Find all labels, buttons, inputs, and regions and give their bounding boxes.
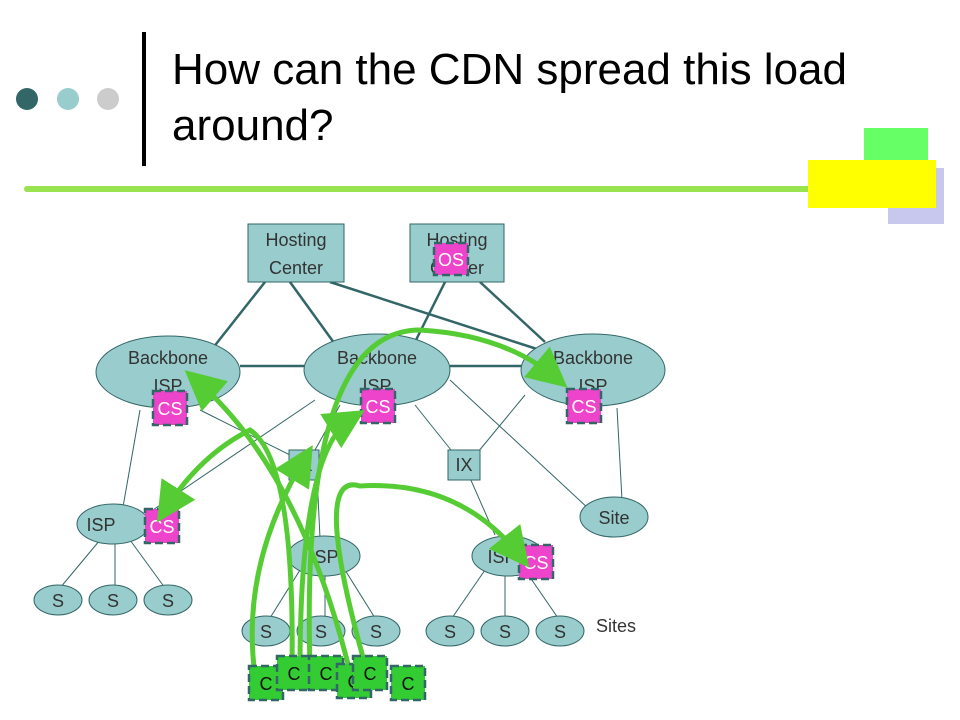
cs-label-5: CS	[523, 553, 548, 573]
ix-2: IX	[447, 449, 481, 481]
hosting-center-1: Hosting Center	[247, 223, 345, 283]
client-1-label: C	[260, 674, 273, 694]
arrow-from-site-1	[249, 445, 313, 678]
site-row-right: S S S	[425, 615, 585, 647]
arrow-to-backbone-1	[184, 370, 353, 675]
header-dot-grey	[97, 88, 119, 110]
site-s-8: S	[499, 622, 511, 642]
arrow-to-backbone-2-cs	[297, 410, 365, 671]
origin-server-box: OS	[432, 241, 470, 277]
sites-label: Sites	[596, 616, 636, 636]
backbone-isp-1-line1: Backbone	[128, 348, 208, 368]
cs-label-3: CS	[571, 397, 596, 417]
cache-server-backbone-2: CS	[359, 387, 397, 425]
site-s-6: S	[370, 622, 382, 642]
site-node: Site	[579, 496, 649, 538]
ix-2-label: IX	[455, 455, 472, 475]
client-6: C	[389, 664, 427, 702]
cs-label-2: CS	[365, 397, 390, 417]
hosting-center-1-line1: Hosting	[265, 230, 326, 250]
site-s-1: S	[52, 591, 64, 611]
client-2: C	[275, 654, 313, 692]
client-5-label: C	[364, 664, 377, 684]
arrow-to-isp-1-cs	[156, 427, 295, 671]
cache-server-backbone-1: CS	[151, 389, 189, 427]
client-boxes: C C C C C C	[247, 654, 427, 702]
site-s-2: S	[107, 591, 119, 611]
isp-1: ISP	[76, 503, 150, 545]
cs-label-1: CS	[157, 399, 182, 419]
client-2-label: C	[288, 664, 301, 684]
site-row-middle: S S S	[241, 615, 401, 647]
os-label: OS	[438, 250, 464, 270]
cs-label-4: CS	[149, 517, 174, 537]
header-dot-teal	[57, 88, 79, 110]
site-s-5: S	[315, 622, 327, 642]
client-5: C	[351, 654, 389, 692]
title-underline	[24, 186, 824, 192]
cache-server-isp-3: CS	[517, 543, 555, 581]
site-s-7: S	[444, 622, 456, 642]
site-s-3: S	[162, 591, 174, 611]
title-divider	[142, 32, 146, 166]
backbone-isp-3-line1: Backbone	[553, 348, 633, 368]
client-3-label: C	[320, 664, 333, 684]
site-label: Site	[598, 508, 629, 528]
hosting-center-1-line2: Center	[269, 258, 323, 278]
cache-server-isp-1: CS	[143, 507, 181, 545]
arrow-to-isp-3-cs	[334, 482, 530, 671]
site-row-left: S S S	[33, 584, 193, 616]
site-s-4: S	[260, 622, 272, 642]
isp-1-label: ISP	[86, 515, 115, 535]
header-dot-dark	[16, 88, 38, 110]
slide-title: How can the CDN spread this load around?	[172, 45, 847, 150]
site-s-9: S	[554, 622, 566, 642]
request-arrows	[156, 327, 568, 678]
arrow-to-backbone-3-cs	[306, 327, 568, 671]
isp-2: ISP	[287, 535, 361, 577]
accent-yellow-square	[808, 160, 936, 208]
client-6-label: C	[402, 674, 415, 694]
backbone-isp-2-line1: Backbone	[337, 348, 417, 368]
cache-server-backbone-3: CS	[565, 387, 603, 425]
